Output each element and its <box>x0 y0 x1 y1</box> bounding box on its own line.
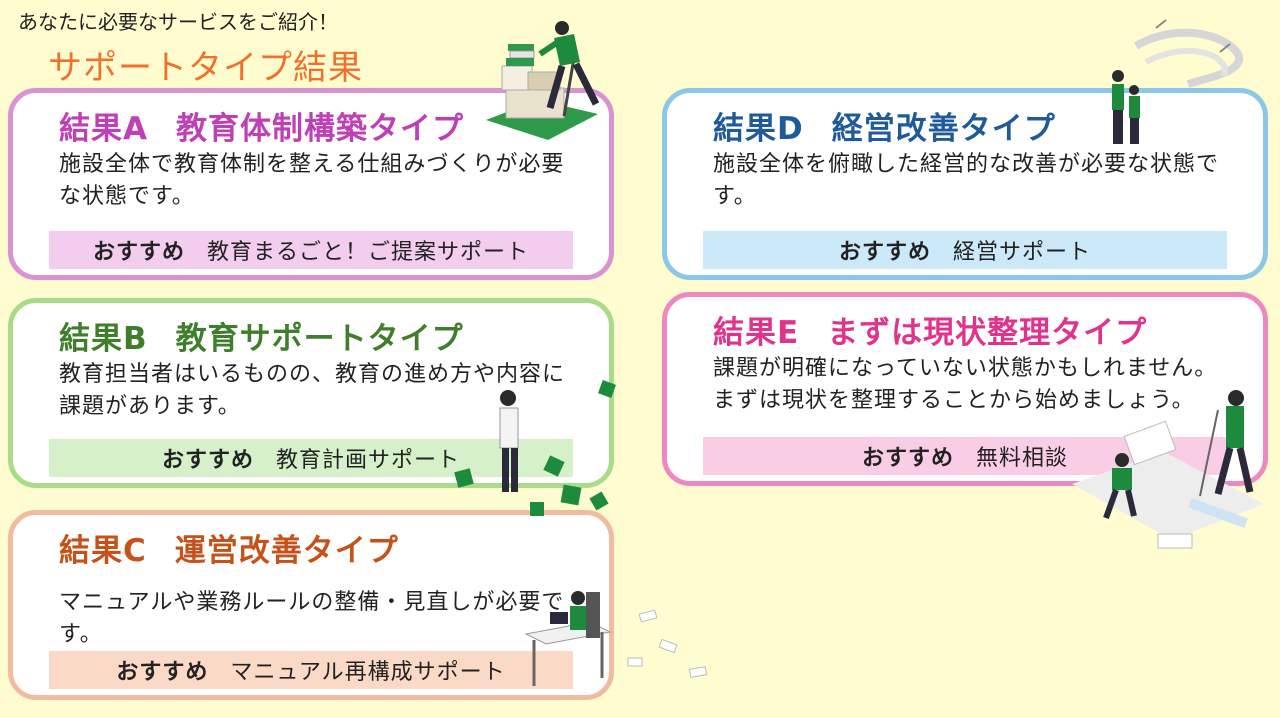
result-label: 結果E <box>713 315 800 351</box>
card-description: マニュアルや業務ルールの整備・見直しが必要です。 <box>59 590 565 647</box>
result-label: 結果B <box>59 321 148 357</box>
card-title: 結果A 教育体制構築タイプ <box>59 103 464 148</box>
recommended-service: 教育計画サポート <box>276 448 461 473</box>
recommended-service: 経営サポート <box>953 240 1092 265</box>
result-label: 結果C <box>59 533 147 569</box>
recommendation-bar[interactable]: おすすめ教育まるごと！ご提案サポート <box>49 231 573 269</box>
organizing-team-illustration <box>1072 390 1264 549</box>
conveyor-team-illustration <box>1112 19 1243 144</box>
type-name: 教育体制構築タイプ <box>176 111 464 147</box>
recommend-label: おすすめ <box>838 240 931 265</box>
recommend-label: おすすめ <box>92 240 185 265</box>
type-name: 経営改善タイプ <box>831 111 1056 147</box>
card-title: 結果E まずは現状整理タイプ <box>713 307 1147 352</box>
card-description: 課題が明確になっていない状態かもしれません。まずは現状を整理することから始めまし… <box>713 356 1218 413</box>
recommended-service: 教育まるごと！ご提案サポート <box>207 240 530 265</box>
recommended-service: マニュアル再構成サポート <box>230 660 506 685</box>
type-name: 運営改善タイプ <box>174 533 399 569</box>
result-label: 結果A <box>59 111 148 147</box>
puzzle-thinker-illustration <box>454 380 616 516</box>
recommended-service: 無料相談 <box>976 446 1069 471</box>
result-card-c[interactable]: 結果C 運営改善タイプ マニュアルや業務ルールの整備・見直しが必要です。 おすすめ… <box>8 510 614 700</box>
card-description: 教育担当者はいるものの、教育の進め方や内容に課題があります。 <box>59 362 566 419</box>
card-title: 結果B 教育サポートタイプ <box>59 313 464 358</box>
card-title: 結果C 運営改善タイプ <box>59 525 399 570</box>
result-label: 結果D <box>713 111 804 147</box>
cart-books-illustration <box>486 21 600 140</box>
recommend-label: おすすめ <box>861 446 954 471</box>
card-description: 施設全体を俯瞰した経営的な改善が必要な状態です。 <box>713 152 1220 209</box>
desk-worker-illustration <box>524 591 708 686</box>
recommendation-bar[interactable]: おすすめ経営サポート <box>703 231 1227 269</box>
type-name: 教育サポートタイプ <box>175 321 464 357</box>
intro-text: あなたに必要なサービスをご紹介！ <box>18 10 338 34</box>
recommend-label: おすすめ <box>161 448 254 473</box>
type-name: まずは現状整理タイプ <box>827 315 1148 351</box>
recommendation-bar[interactable]: おすすめ教育計画サポート <box>49 439 573 477</box>
recommend-label: おすすめ <box>116 660 209 685</box>
result-card-d[interactable]: 結果D 経営改善タイプ 施設全体を俯瞰した経営的な改善が必要な状態です。 おすすめ… <box>662 88 1268 280</box>
card-title: 結果D 経営改善タイプ <box>713 103 1056 148</box>
recommendation-bar[interactable]: おすすめマニュアル再構成サポート <box>49 651 573 689</box>
page-title: サポートタイプ結果 <box>48 48 363 88</box>
card-description: 施設全体で教育体制を整える仕組みづくりが必要な状態です。 <box>59 152 565 209</box>
